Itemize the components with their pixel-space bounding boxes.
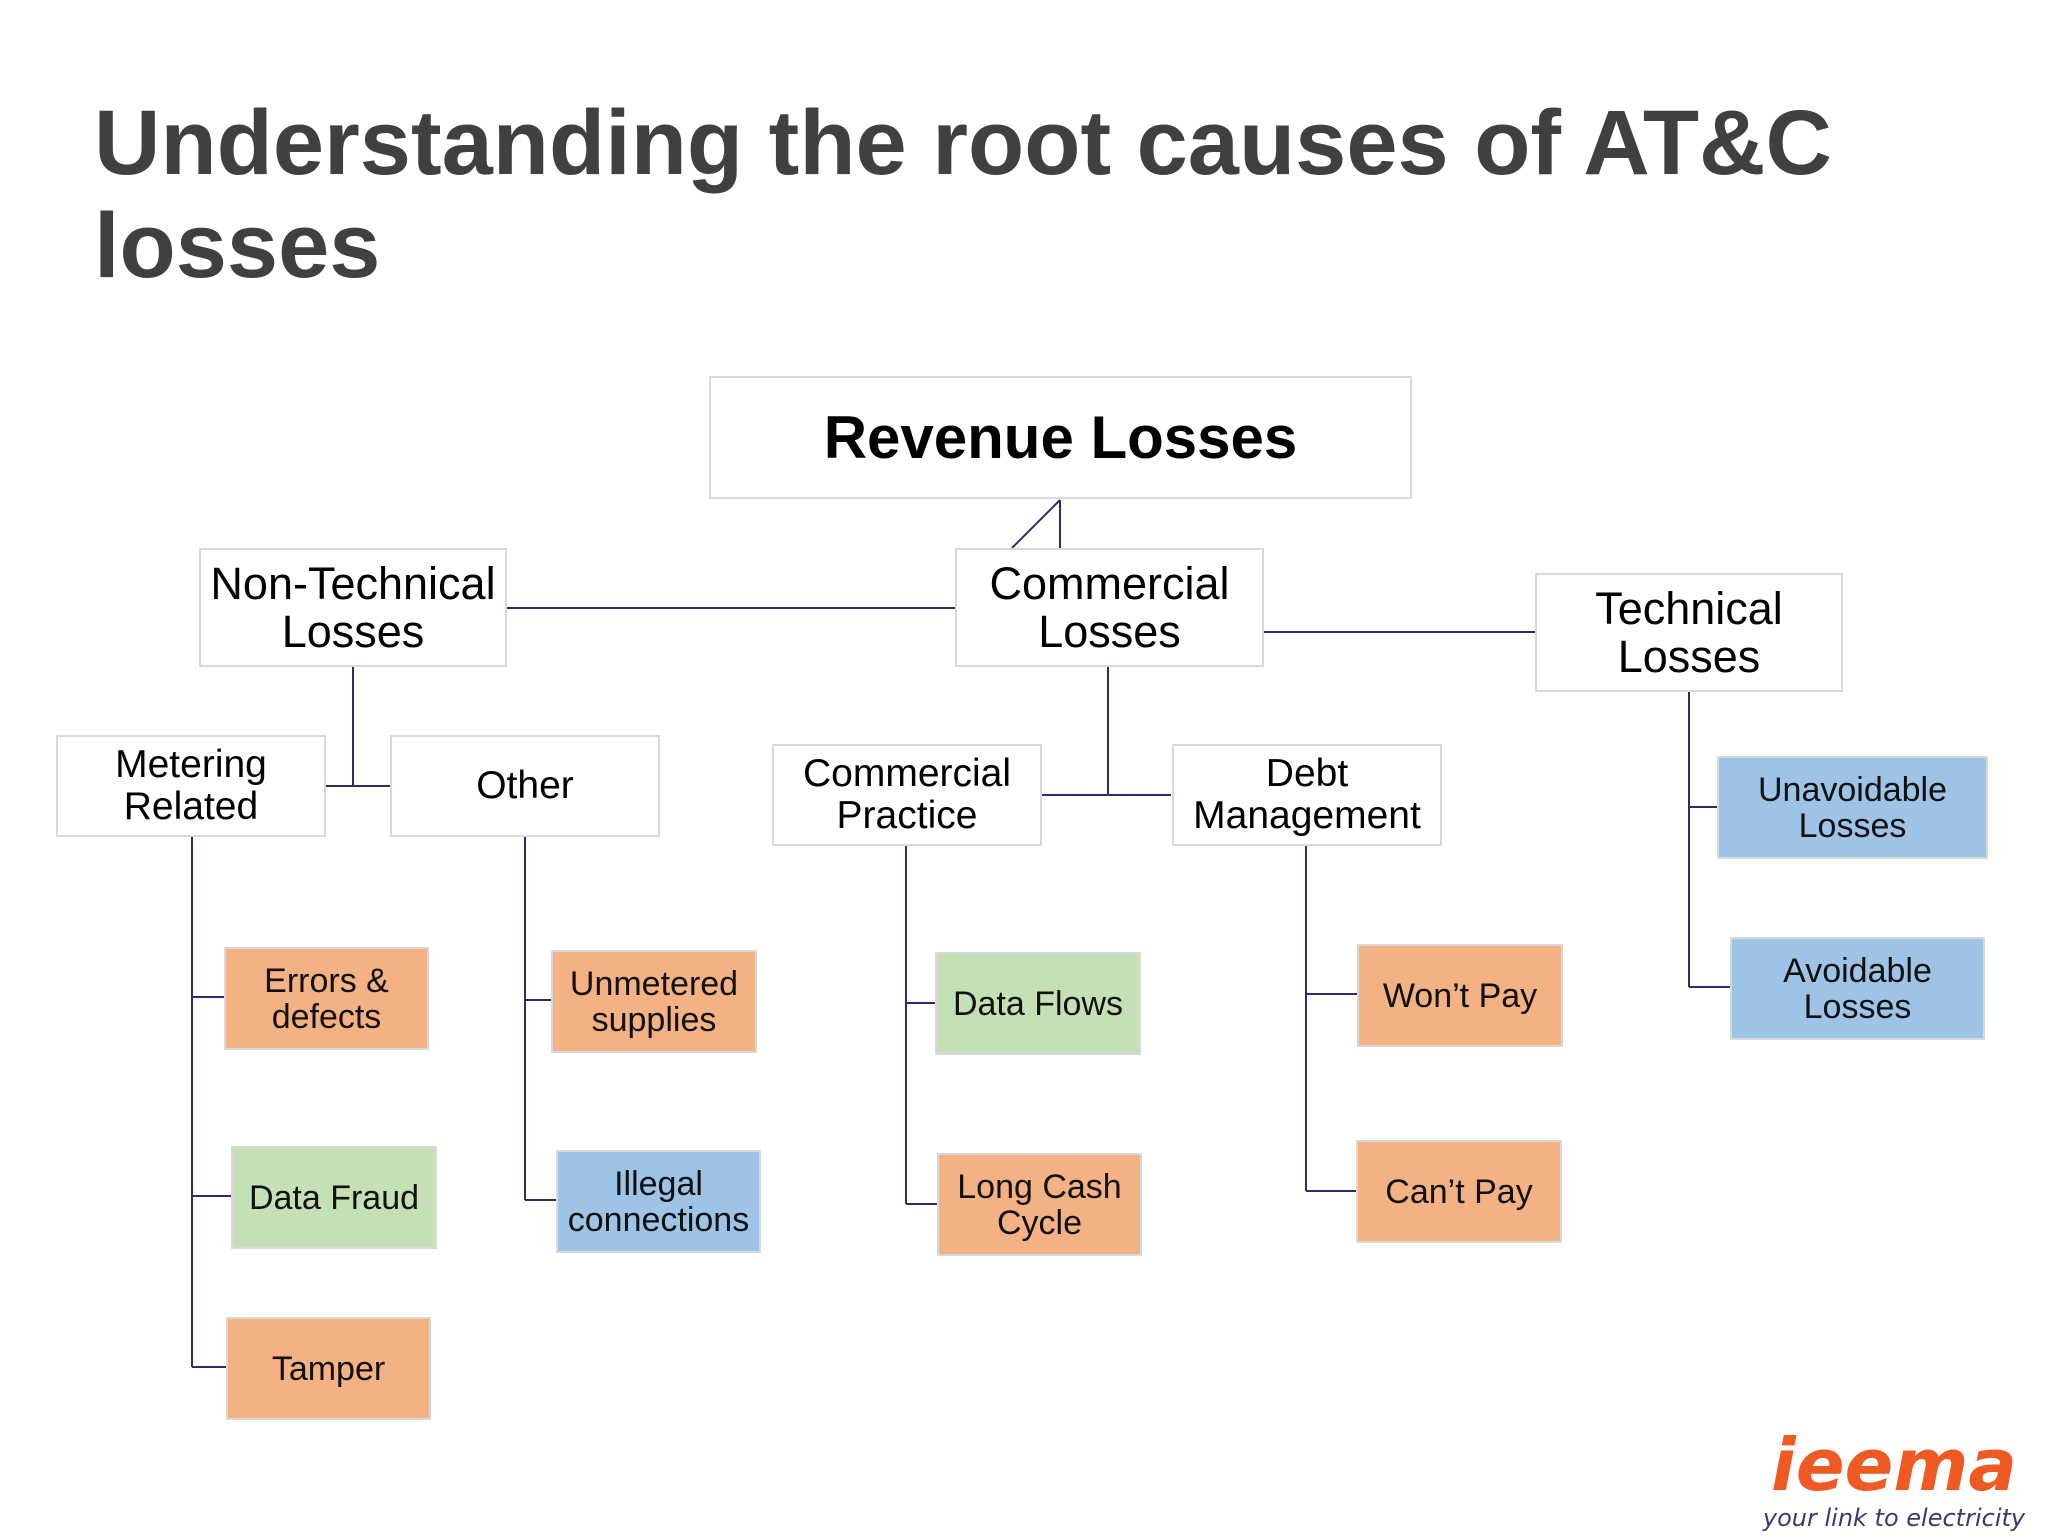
leaf-illegal-connections: Illegal connections xyxy=(556,1150,761,1253)
node-technical-losses: Technical Losses xyxy=(1535,573,1843,692)
leaf-avoidable-losses: Avoidable Losses xyxy=(1730,937,1985,1040)
leaf-tamper: Tamper xyxy=(226,1317,431,1420)
leaf-data-fraud: Data Fraud xyxy=(231,1146,437,1249)
connector-root-diagonal xyxy=(1011,499,1061,549)
leaf-long-cash-cycle: Long Cash Cycle xyxy=(937,1153,1142,1256)
node-commercial-practice: Commercial Practice xyxy=(772,744,1042,846)
leaf-errors-defects: Errors & defects xyxy=(224,947,429,1050)
node-revenue-losses: Revenue Losses xyxy=(709,376,1412,499)
leaf-wont-pay: Won’t Pay xyxy=(1357,944,1563,1047)
leaf-cant-pay: Can’t Pay xyxy=(1356,1140,1562,1243)
ieema-logo: ieema your link to electricity xyxy=(1762,1423,2026,1532)
node-non-technical-losses: Non-Technical Losses xyxy=(199,548,507,667)
leaf-data-flows: Data Flows xyxy=(935,952,1141,1055)
slide-title: Understanding the root causes of AT&C lo… xyxy=(94,92,1832,297)
node-other: Other xyxy=(390,735,660,837)
node-commercial-losses: Commercial Losses xyxy=(955,548,1264,667)
logo-tagline: your link to electricity xyxy=(1762,1504,2026,1532)
logo-wordmark: ieema xyxy=(1771,1423,2017,1507)
node-metering-related: Metering Related xyxy=(56,735,326,837)
leaf-unavoidable-losses: Unavoidable Losses xyxy=(1717,756,1988,859)
leaf-unmetered-supplies: Unmetered supplies xyxy=(551,950,757,1053)
node-debt-management: Debt Management xyxy=(1172,744,1442,846)
